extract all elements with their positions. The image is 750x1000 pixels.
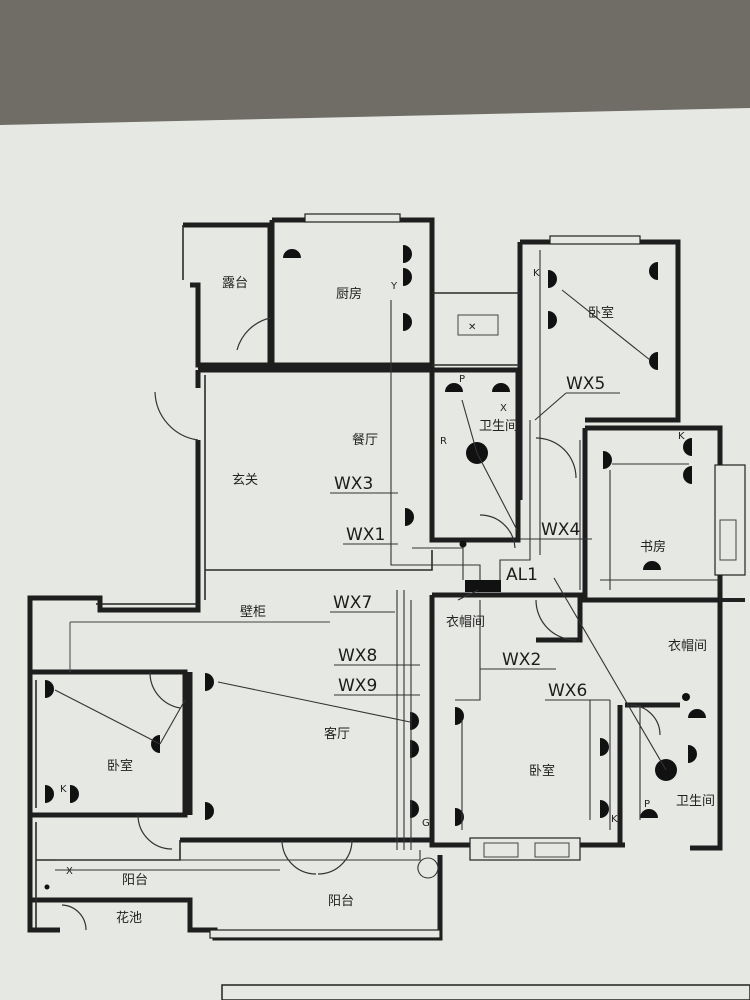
circuit-wx8: WX8 [338, 646, 377, 666]
circuit-wx2: WX2 [502, 650, 541, 670]
mark-k2: K [678, 431, 685, 442]
fixture-marks: Y K K K K P P X X R G [60, 268, 685, 877]
doors [61, 317, 661, 931]
circuit-wx6: WX6 [548, 681, 587, 701]
room-bedroom-ne: 卧室 [588, 305, 614, 321]
room-dining: 餐厅 [352, 432, 378, 448]
circuit-wx3: WX3 [334, 474, 373, 494]
mark-k4: K [611, 814, 618, 825]
title-block-edge [221, 984, 750, 1000]
room-flower-bed: 花池 [116, 910, 142, 926]
mark-p1: P [459, 374, 465, 385]
circuit-wx7: WX7 [333, 593, 372, 613]
room-study: 书房 [640, 539, 666, 555]
circuit-wx1: WX1 [346, 525, 385, 545]
mark-x1: X [500, 403, 507, 414]
room-closet-center: 衣帽间 [446, 614, 485, 630]
circuit-wx4: WX4 [541, 520, 580, 540]
room-labels: 露台 厨房 卧室 卫生间 餐厅 玄关 书房 壁柜 衣帽间 衣帽间 卧室 客厅 卧… [107, 276, 715, 926]
mark-g: G [422, 818, 430, 829]
room-terrace: 露台 [222, 276, 248, 291]
room-foyer: 玄关 [232, 473, 258, 488]
mark-k1: K [533, 268, 540, 279]
room-balcony-west: 阳台 [122, 873, 148, 888]
walls [27, 213, 746, 941]
room-balcony-south: 阳台 [328, 894, 354, 909]
mark-x2: X [66, 866, 73, 877]
panel-al1: AL1 [506, 565, 538, 585]
vent-fixture [457, 314, 499, 336]
room-bathroom-east: 卫生间 [676, 794, 715, 809]
circuit-labels: WX5 WX3 WX1 WX4 AL1 WX7 WX2 WX8 WX9 WX6 [330, 374, 620, 701]
wiring [54, 250, 720, 879]
window-fixture [719, 519, 737, 561]
mark-y: Y [390, 281, 398, 292]
room-closet-east: 衣帽间 [668, 638, 707, 654]
room-wall-cabinet: 壁柜 [240, 605, 266, 620]
mark-k3: K [60, 784, 67, 795]
room-bedroom-west: 卧室 [107, 758, 133, 774]
svg-text:✕: ✕ [468, 322, 476, 333]
room-bedroom-master: 卧室 [529, 763, 555, 779]
distribution-panel [465, 580, 501, 592]
mark-p2: P [644, 799, 650, 810]
room-kitchen: 厨房 [336, 286, 362, 302]
wall-lamps [44, 245, 706, 890]
room-bathroom-center: 卫生间 [479, 419, 518, 434]
circuit-wx9: WX9 [338, 676, 377, 696]
mark-r: R [440, 436, 447, 447]
room-living: 客厅 [324, 726, 350, 742]
circuit-wx5: WX5 [566, 374, 605, 394]
